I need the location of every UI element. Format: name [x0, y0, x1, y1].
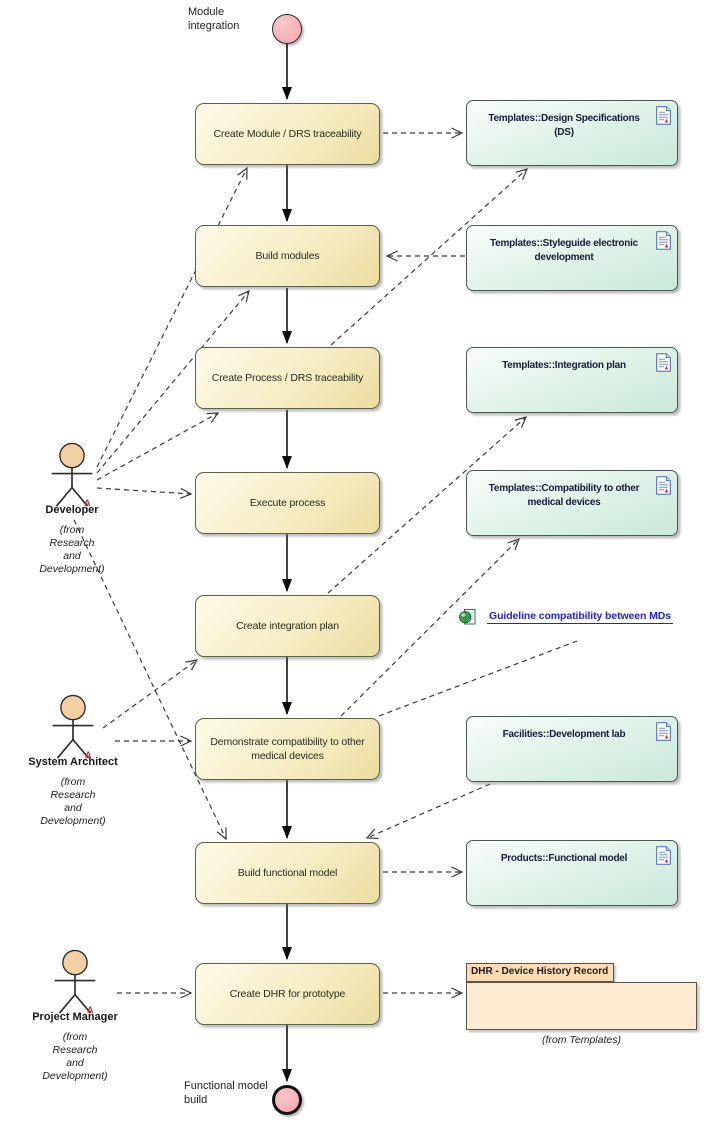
artifact-templates-design-specifications-ds[interactable]: Templates::Design Specifications (DS) [466, 100, 678, 166]
actor-figure-icon [51, 442, 93, 507]
activity-execute-process[interactable]: Execute process [195, 472, 380, 534]
activity-demonstrate-compatibility-to-other-medical-devices[interactable]: Demonstrate compatibility to other medic… [195, 718, 380, 780]
edge-demonstrate-compatibility-to-guideline-link [378, 640, 578, 717]
actor-badge: A [87, 1005, 94, 1015]
actor-figure-icon [52, 694, 94, 759]
activity-build-functional-model[interactable]: Build functional model [195, 842, 380, 904]
edge-development-lab-to-build-functional-model [367, 783, 491, 838]
activity-create-process-drs-traceability[interactable]: Create Process / DRS traceability [195, 347, 380, 409]
guideline-hyperlink[interactable]: Guideline compatibility between MDs [459, 608, 674, 626]
end-node[interactable] [272, 1085, 302, 1115]
globe-document-icon [459, 609, 476, 625]
document-icon [656, 353, 671, 372]
activity-create-integration-plan[interactable]: Create integration plan [195, 595, 380, 657]
artifact-templates-integration-plan[interactable]: Templates::Integration plan [466, 347, 678, 413]
artifact-templates-styleguide-electronic-development[interactable]: Templates::Styleguide electronic develop… [466, 225, 678, 291]
actor-name-system-architect: System Architect [28, 756, 118, 768]
actor-name-developer: Developer [45, 504, 99, 516]
start-node[interactable] [272, 14, 302, 44]
actor-figure-icon [54, 949, 96, 1014]
dhr-package-body[interactable] [466, 982, 697, 1030]
artifact-facilities-development-lab[interactable]: Facilities::Development lab [466, 716, 678, 782]
artifact-templates-compatibility-to-other-medical-devices[interactable]: Templates::Compatibility to other medica… [466, 470, 678, 536]
artifact-products-functional-model[interactable]: Products::Functional model [466, 840, 678, 906]
edge-developer-to-create-module [96, 168, 247, 468]
actor-name-project-manager: Project Manager [32, 1011, 118, 1023]
start-node-label: Module integration [188, 6, 240, 32]
activity-create-dhr-for-prototype[interactable]: Create DHR for prototype [195, 963, 380, 1025]
document-icon [656, 106, 671, 125]
activity-create-module-drs-traceability[interactable]: Create Module / DRS traceability [195, 103, 380, 165]
document-icon [656, 231, 671, 250]
dhr-package-title: DHR - Device History Record [466, 963, 615, 982]
document-icon [656, 476, 671, 495]
actor-badge: A [84, 498, 91, 508]
actor-badge: A [85, 750, 92, 760]
activity-build-modules[interactable]: Build modules [195, 225, 380, 287]
document-icon [656, 846, 671, 865]
document-icon [656, 722, 671, 741]
guideline-hyperlink-label[interactable]: Guideline compatibility between MDs [487, 610, 674, 624]
dhr-package-origin: (from Templates) [542, 1034, 621, 1046]
end-node-label: Functional model build [184, 1080, 268, 1106]
